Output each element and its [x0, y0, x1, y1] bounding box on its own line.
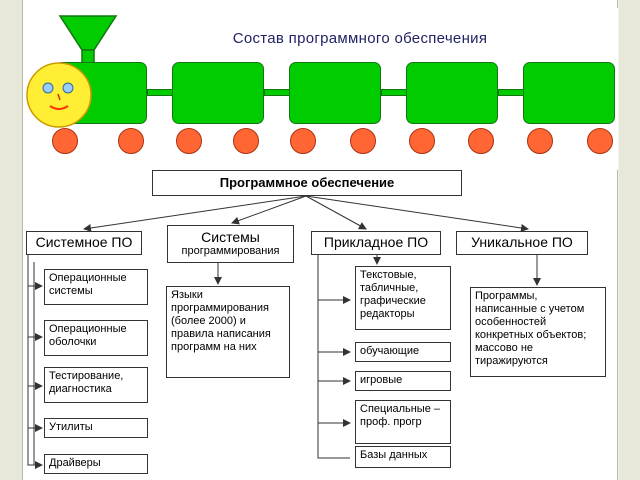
wagon [523, 62, 615, 124]
root-node: Программное обеспечение [152, 170, 462, 196]
category-programming-line1: Системы [201, 229, 260, 245]
unique-item: Программы, написанные с учетом особеннос… [470, 287, 606, 377]
smiley-face-icon [24, 60, 94, 130]
system-item: Операционные системы [44, 269, 148, 305]
category-applied-label: Прикладное ПО [323, 234, 429, 250]
system-item: Драйверы [44, 454, 148, 474]
wheel-icon [350, 128, 376, 154]
applied-item: Базы данных [355, 446, 451, 468]
category-system: Системное ПО [26, 231, 142, 255]
wheel-icon [527, 128, 553, 154]
category-programming-line2: программирования [181, 245, 280, 257]
wheel-icon [587, 128, 613, 154]
slide-title: Состав программного обеспечения [232, 30, 488, 47]
programming-item: Языки программирования (более 2000) и пр… [166, 286, 290, 378]
wagon [172, 62, 264, 124]
wagon [406, 62, 498, 124]
wheel-icon [468, 128, 494, 154]
wheel-icon [118, 128, 144, 154]
system-item: Утилиты [44, 418, 148, 438]
system-item: Операционные оболочки [44, 320, 148, 356]
category-unique-label: Уникальное ПО [471, 234, 573, 250]
category-unique: Уникальное ПО [456, 231, 588, 255]
applied-item: игровые [355, 371, 451, 391]
wheel-icon [290, 128, 316, 154]
applied-item: Текстовые, табличные, графические редакт… [355, 266, 451, 330]
slide-margin-left [0, 0, 22, 480]
wheel-icon [409, 128, 435, 154]
wheel-icon [176, 128, 202, 154]
applied-item: обучающие [355, 342, 451, 362]
category-system-label: Системное ПО [35, 234, 133, 250]
wagon [289, 62, 381, 124]
locomotive-funnel-icon [58, 14, 118, 65]
category-applied: Прикладное ПО [311, 231, 441, 255]
system-item: Тестирование, диагностика [44, 367, 148, 403]
applied-item: Специальные – проф. прогр [355, 400, 451, 444]
slide-margin-right [619, 0, 640, 480]
root-label: Программное обеспечение [219, 175, 395, 190]
category-programming: Системы программирования [167, 225, 294, 263]
wheel-icon [233, 128, 259, 154]
wheel-icon [52, 128, 78, 154]
